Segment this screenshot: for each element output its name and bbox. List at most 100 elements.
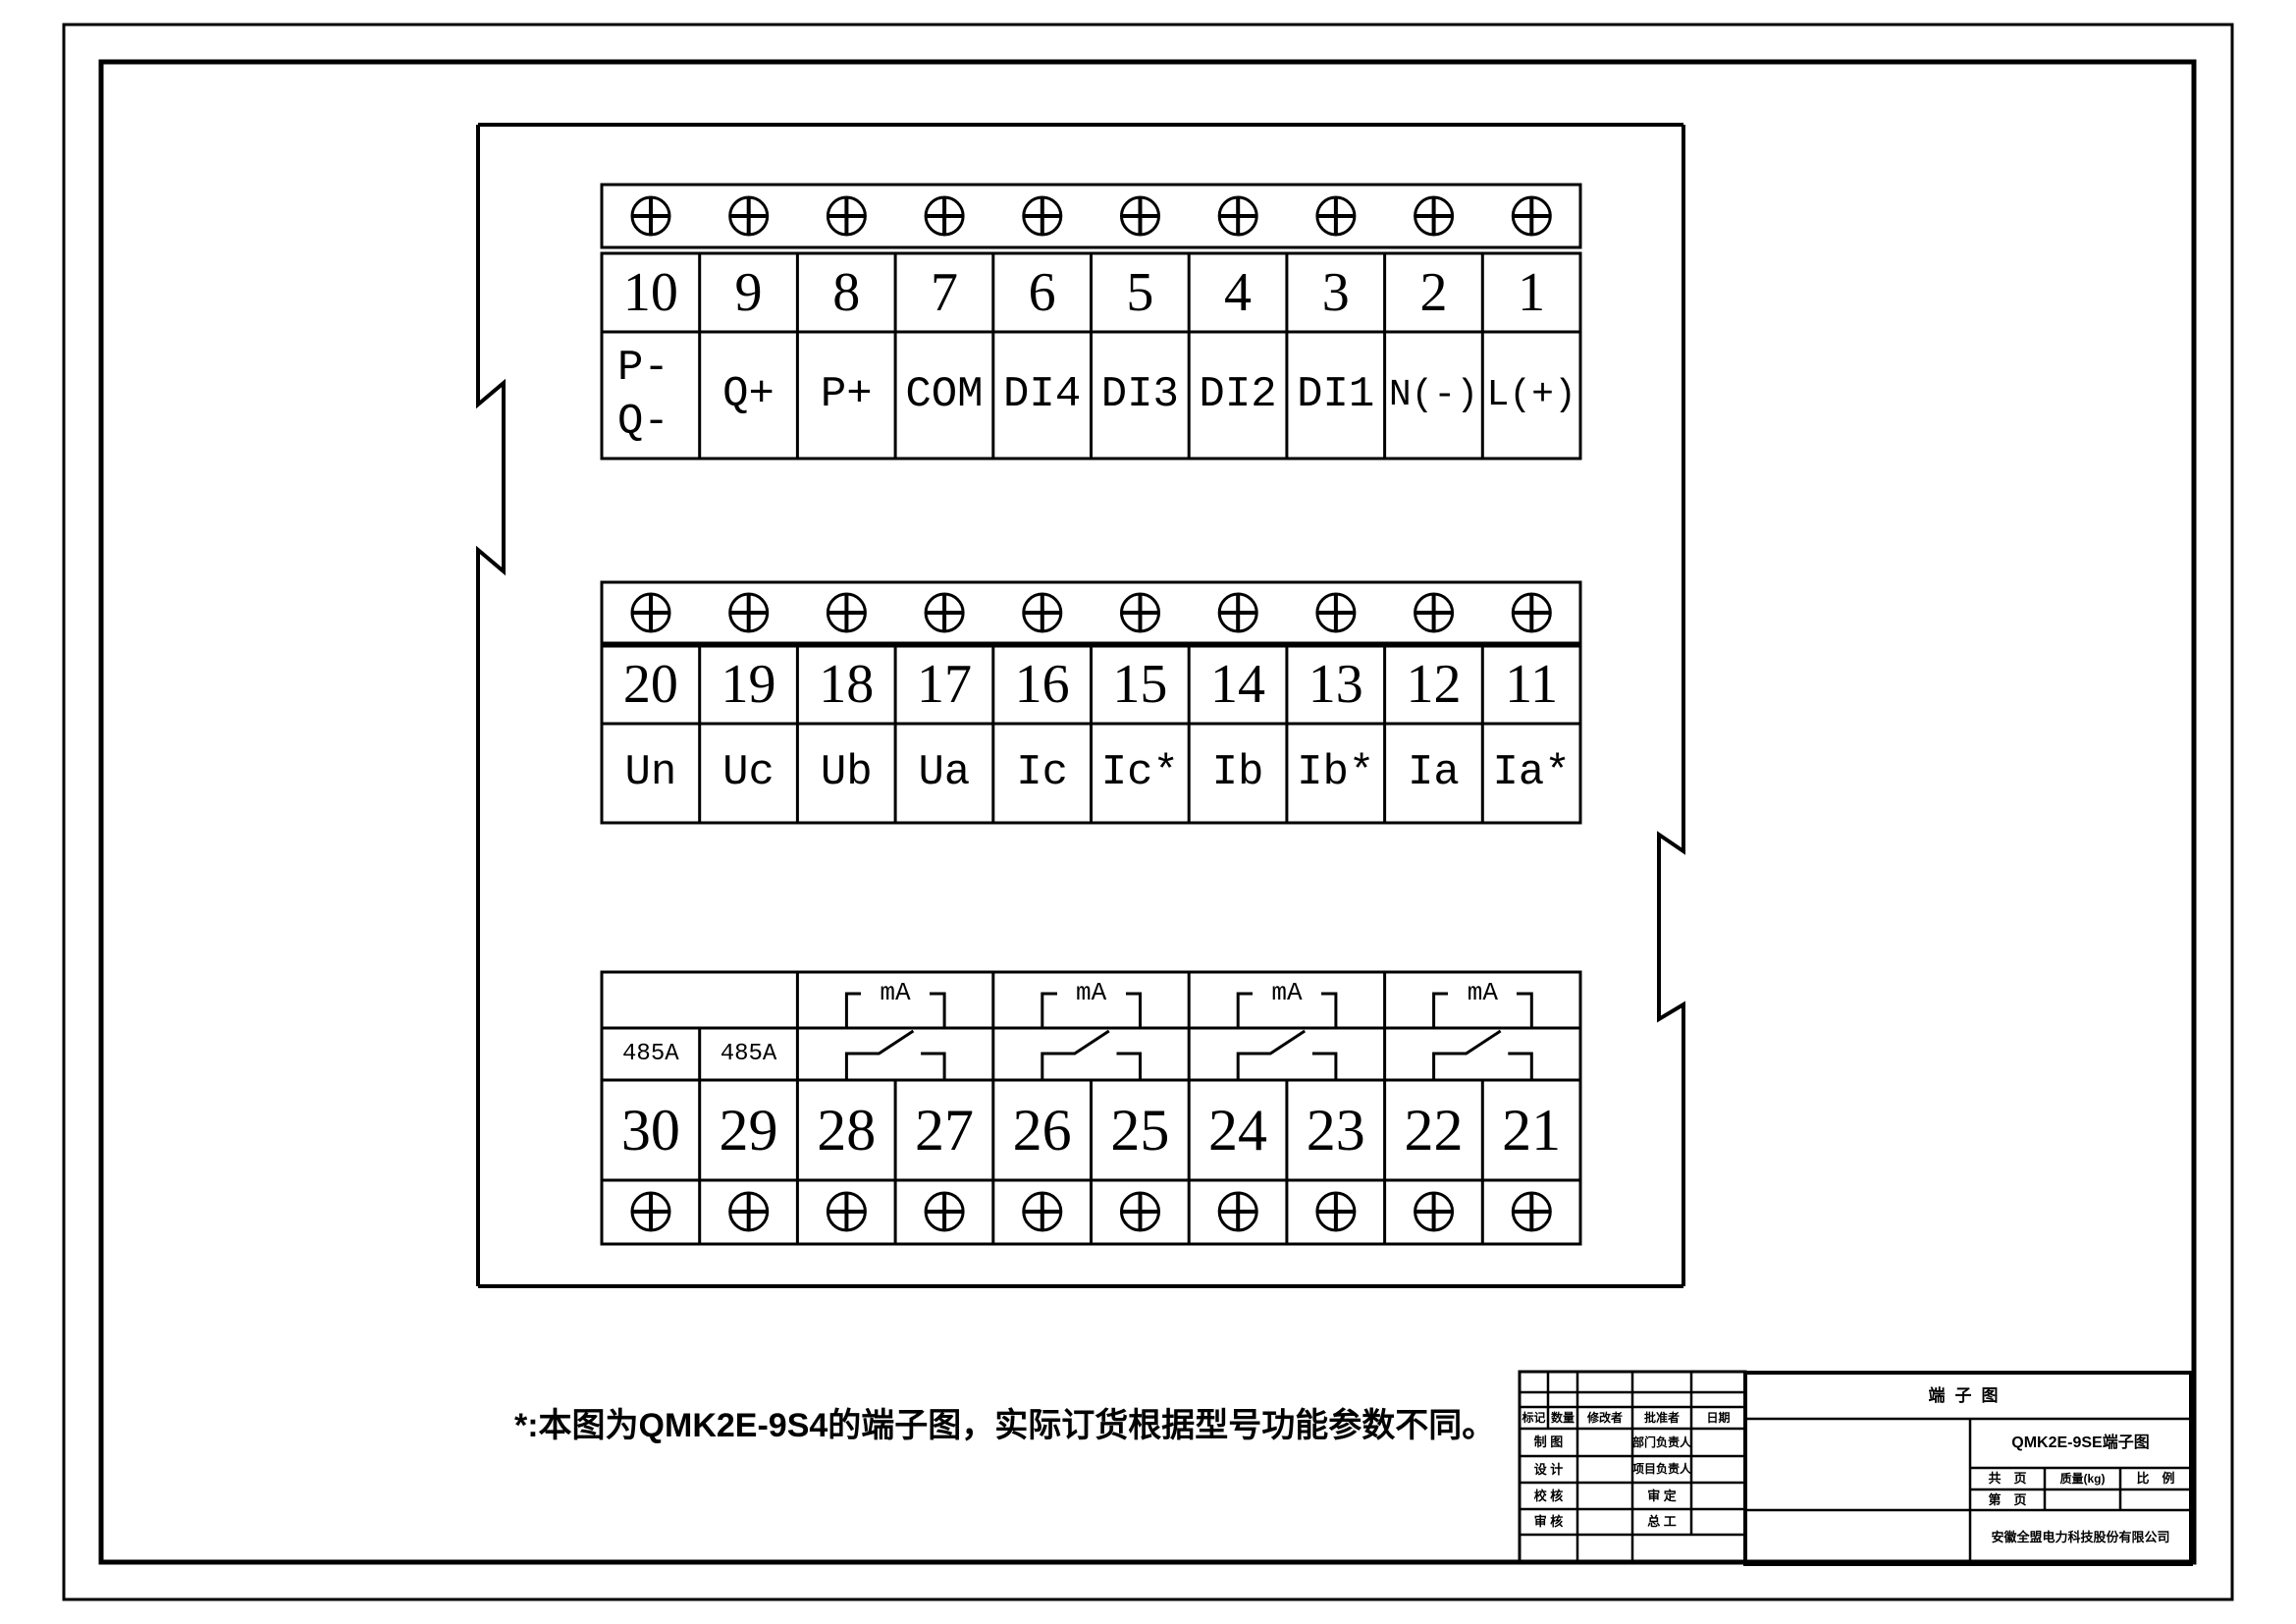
outer-frame xyxy=(62,23,2234,1601)
sign-row-label: 审 定 xyxy=(1647,1488,1677,1503)
screw-icon xyxy=(1511,592,1553,633)
screw-icon xyxy=(1314,195,1357,237)
relay-contact-icon xyxy=(1432,1029,1533,1080)
sign-row-label: 总 工 xyxy=(1647,1514,1677,1530)
terminal-number: 6 xyxy=(1028,261,1056,323)
terminal-number: 29 xyxy=(719,1097,778,1163)
screw-icon xyxy=(1119,592,1161,633)
terminal-label: Un xyxy=(624,748,677,798)
terminal-number: 2 xyxy=(1419,261,1448,323)
terminal-label: Uc xyxy=(722,748,774,798)
terminal-number: 18 xyxy=(819,654,875,716)
middle-strip-linework xyxy=(600,580,1582,825)
terminal-number: 8 xyxy=(832,261,861,323)
screw-icon xyxy=(727,195,770,237)
terminal-number: 11 xyxy=(1505,654,1559,716)
terminal-number: 20 xyxy=(622,654,678,716)
screw-icon xyxy=(630,1191,671,1232)
terminal-number: 26 xyxy=(1012,1097,1072,1163)
device-enclosure-outline xyxy=(476,123,1685,1288)
relay-contact-icon xyxy=(1236,1029,1338,1080)
terminal-label: Ib xyxy=(1211,748,1264,798)
company-name: 安徽全盟电力科技股份有限公司 xyxy=(1991,1529,2170,1544)
terminal-label: Q+ xyxy=(722,370,774,420)
screw-icon xyxy=(1217,195,1259,237)
mass-field: 质量(kg) xyxy=(2059,1471,2106,1486)
screw-icon xyxy=(727,592,770,633)
screw-icon xyxy=(1511,195,1553,237)
terminal-number: 22 xyxy=(1404,1097,1464,1163)
terminal-number: 13 xyxy=(1308,654,1363,716)
terminal-number: 19 xyxy=(721,654,776,716)
terminal-number: 4 xyxy=(1224,261,1253,323)
revision-col-header: 修改者 xyxy=(1586,1410,1623,1425)
screw-icon xyxy=(826,592,868,633)
terminal-number: 27 xyxy=(914,1097,974,1163)
screw-icon xyxy=(727,1191,770,1232)
sign-row-label: 制 图 xyxy=(1533,1435,1564,1450)
terminal-label: DI4 xyxy=(1003,370,1082,420)
sign-row-label: 设 计 xyxy=(1533,1461,1564,1477)
screw-icon xyxy=(1119,195,1161,237)
screw-icon xyxy=(1413,592,1455,633)
relay-contact-icon xyxy=(1041,1029,1142,1080)
screw-icon xyxy=(826,195,868,237)
rs485-label: 485A xyxy=(622,1040,679,1067)
ma-label: mA xyxy=(1448,979,1518,1008)
inner-frame xyxy=(98,59,2197,1565)
screw-icon xyxy=(1217,592,1259,633)
terminal-number: 9 xyxy=(734,261,763,323)
screw-icon xyxy=(630,592,671,633)
middle-screw-row xyxy=(630,592,1553,633)
screw-icon xyxy=(826,1191,868,1232)
terminal-label: L(+) xyxy=(1486,373,1576,416)
terminal-number: 3 xyxy=(1321,261,1350,323)
terminal-number: 17 xyxy=(916,654,972,716)
sign-row-label: 审 核 xyxy=(1533,1514,1564,1530)
relay-contact-icons xyxy=(844,1029,1533,1080)
terminal-number: 12 xyxy=(1406,654,1462,716)
terminal-label: Ub xyxy=(820,748,873,798)
screw-icon xyxy=(1119,1191,1161,1232)
revision-col-header: 批准者 xyxy=(1643,1410,1680,1425)
screw-icon xyxy=(924,592,966,633)
footnote-text: *:本图为QMK2E-9S4的端子图，实际订货根据型号功能参数不同。 xyxy=(514,1407,1496,1444)
ma-label: mA xyxy=(861,979,930,1008)
sheet-title: 端子图 xyxy=(1928,1385,2008,1405)
revision-col-header: 日期 xyxy=(1706,1410,1731,1425)
rs485-label: 485A xyxy=(720,1040,777,1067)
terminal-number: 5 xyxy=(1126,261,1154,323)
screw-icon xyxy=(1413,195,1455,237)
relay-contact-icon xyxy=(844,1029,946,1080)
screw-icon xyxy=(924,195,966,237)
revision-col-header: 标记 xyxy=(1522,1410,1546,1425)
sign-row-label: 部门负责人 xyxy=(1632,1435,1692,1449)
sign-row-label: 校 核 xyxy=(1533,1488,1564,1503)
screw-icon xyxy=(1021,195,1063,237)
screw-icon xyxy=(1314,592,1357,633)
terminal-label: N(-) xyxy=(1388,373,1479,416)
screw-icon xyxy=(924,1191,966,1232)
terminal-number: 7 xyxy=(930,261,958,323)
title-block-linework xyxy=(1518,1370,2193,1566)
terminal-label: Ua xyxy=(918,748,971,798)
sign-row-label: 项目负责人 xyxy=(1632,1462,1692,1477)
terminal-number: 24 xyxy=(1208,1097,1268,1163)
ma-label: mA xyxy=(1056,979,1126,1008)
screw-icon xyxy=(1413,1191,1455,1232)
screw-icon xyxy=(630,195,671,237)
top-strip-linework xyxy=(600,183,1582,460)
terminal-label: P+ xyxy=(820,370,873,420)
terminal-number: 28 xyxy=(817,1097,877,1163)
terminal-number: 16 xyxy=(1014,654,1070,716)
terminal-number: 21 xyxy=(1502,1097,1562,1163)
terminal-number: 23 xyxy=(1306,1097,1365,1163)
page-field: 第 页 xyxy=(1988,1491,2027,1507)
terminal-label: Ic xyxy=(1016,748,1069,798)
terminal-label: Ic* xyxy=(1100,748,1179,798)
terminal-label: DI1 xyxy=(1297,370,1375,420)
screw-icon xyxy=(1314,1191,1357,1232)
terminal-number: 25 xyxy=(1110,1097,1170,1163)
ma-label: mA xyxy=(1253,979,1321,1008)
